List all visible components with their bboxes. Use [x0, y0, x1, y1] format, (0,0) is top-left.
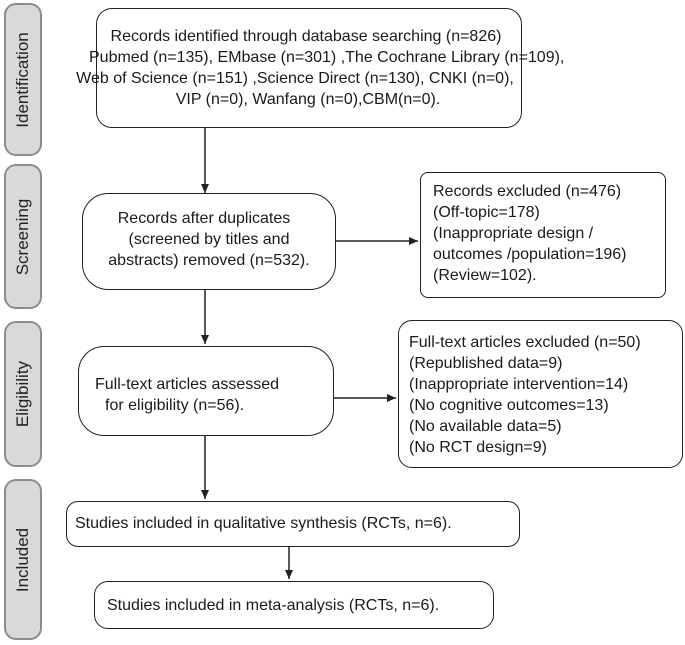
- meta-analysis-box: Studies included in meta-analysis (RCTs,…: [94, 581, 494, 629]
- text-line: (No RCT design=9): [409, 439, 547, 456]
- records-after-duplicates-box: Records after duplicates (screened by ti…: [82, 193, 336, 290]
- records-excluded-box: Records excluded (n=476) (Off-topic=178)…: [420, 172, 666, 298]
- text-line: Pubmed (n=135), EMbase (n=301) ,The Coch…: [89, 49, 565, 66]
- text-line: (Review=102).: [433, 267, 537, 284]
- text-line: (Inappropriate intervention=14): [409, 376, 629, 393]
- text-line: Studies included in meta-analysis (RCTs,…: [107, 597, 440, 614]
- text-line: for eligibility (n=56).: [105, 397, 245, 414]
- text-line: outcomes /population=196): [433, 246, 627, 263]
- text-line: Web of Science (n=151) ,Science Direct (…: [76, 70, 514, 87]
- fulltext-excluded-box: Full-text articles excluded (n=50) (Repu…: [398, 320, 683, 468]
- records-identified-box: Records identified through database sear…: [76, 8, 564, 128]
- text-line: (No cognitive outcomes=13): [409, 397, 609, 414]
- text-line: VIP (n=0), Wanfang (n=0),CBM(n=0).: [175, 91, 441, 108]
- phase-included: Included: [4, 479, 42, 640]
- text-line: Records identified through database sear…: [110, 28, 502, 45]
- text-line: (Off-topic=178): [433, 204, 540, 221]
- text-line: Records after duplicates: [117, 210, 291, 227]
- phase-eligibility: Eligibility: [4, 321, 42, 467]
- qualitative-synthesis-box: Studies included in qualitative synthesi…: [66, 501, 520, 547]
- phase-identification: Identification: [4, 3, 42, 156]
- phase-screening: Screening: [4, 164, 42, 309]
- text-line: (No available data=5): [409, 418, 562, 435]
- text-line: Studies included in qualitative synthesi…: [75, 515, 452, 532]
- text-line: (screened by titles and: [128, 231, 290, 248]
- text-line: abstracts) removed (n=532).: [108, 252, 310, 269]
- text-line: Full-text articles excluded (n=50): [409, 334, 641, 351]
- text-line: Full-text articles assessed: [95, 376, 280, 393]
- text-line: (Republished data=9): [409, 355, 563, 372]
- fulltext-assessed-box: Full-text articles assessed for eligibil…: [78, 346, 334, 436]
- text-line: Records excluded (n=476): [433, 183, 622, 200]
- text-line: (Inappropriate design /: [433, 225, 594, 242]
